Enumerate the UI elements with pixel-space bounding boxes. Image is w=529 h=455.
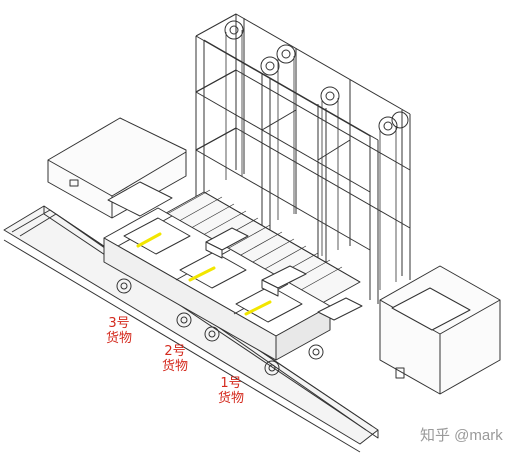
- cargo-3-label: 3号 货物: [106, 316, 132, 346]
- cargo-1-number: 1号: [220, 376, 242, 391]
- cargo-2-label: 2号 货物: [162, 344, 188, 374]
- lift-pulleys: [224, 20, 409, 136]
- conveyor-boxes: [205, 227, 363, 321]
- cargo-1-label: 1号 货物: [218, 376, 244, 406]
- cargo-1-highlight: [244, 300, 272, 316]
- watermark: 知乎 @mark: [420, 427, 503, 444]
- cart-wheels: [116, 278, 324, 376]
- cargo-3-number: 3号: [108, 316, 130, 331]
- cargo-2-highlight: [188, 266, 216, 282]
- ground-rail-track: [3, 205, 379, 453]
- right-platform: [379, 265, 501, 395]
- lift-tower-frame: [195, 13, 411, 304]
- cargo-3-text: 货物: [106, 331, 133, 346]
- cargo-2-number: 2号: [164, 344, 186, 359]
- cargo-1-text: 货物: [218, 391, 245, 406]
- cargo-3-highlight: [136, 232, 162, 248]
- lift-chains: [225, 30, 397, 290]
- cargo-2-text: 货物: [162, 359, 189, 374]
- cargo-highlights: [136, 232, 272, 316]
- left-platform: [47, 117, 187, 219]
